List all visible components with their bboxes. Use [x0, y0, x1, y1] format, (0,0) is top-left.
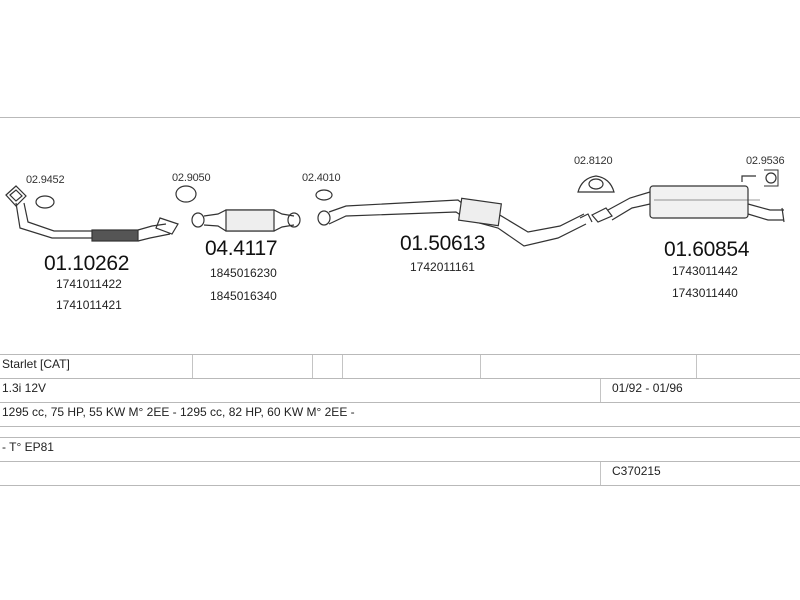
part-1-small-code: 02.9452 [26, 174, 65, 186]
diagram-top-border [0, 117, 800, 118]
table-row-variant: 1.3i 12V 01/92 - 01/96 [0, 379, 800, 402]
middle-pipe-drawing [317, 197, 593, 247]
model-name: Starlet [CAT] [2, 357, 70, 371]
table-row-border [0, 426, 800, 427]
front-pipe-drawing [5, 185, 179, 242]
part-1-oem-2: 1741011421 [56, 298, 122, 312]
variant-name: 1.3i 12V [2, 381, 47, 395]
table-row-border [0, 378, 800, 379]
table-cell-divider [312, 355, 313, 378]
rear-silencer-drawing [591, 175, 785, 223]
rubber-mount-icon [577, 175, 615, 193]
vehicle-type: - T° EP81 [2, 440, 54, 454]
part-5-main-code: 01.60854 [664, 238, 750, 261]
part-2-small-code: 02.9050 [172, 172, 211, 184]
table-row-type: - T° EP81 [0, 438, 800, 461]
table-cell-divider [600, 462, 601, 485]
table-cell-divider [600, 379, 601, 402]
catalog-code: C370215 [612, 464, 661, 478]
table-bottom-border [0, 485, 800, 486]
part-2-main-code: 04.4117 [205, 237, 278, 260]
table-row-catalog: C370215 [0, 462, 800, 485]
part-3-small-code: 02.4010 [302, 172, 341, 184]
table-top-border [0, 354, 800, 355]
table-cell-divider [192, 355, 193, 378]
gasket-2-icon [315, 189, 333, 201]
table-row-border [0, 461, 800, 462]
part-5-oem-2: 1743011440 [672, 286, 738, 300]
engine-specs: 1295 cc, 75 HP, 55 KW M° 2EE - 1295 cc, … [2, 405, 355, 419]
part-2-oem-2: 1845016340 [210, 289, 277, 303]
production-years: 01/92 - 01/96 [612, 381, 683, 395]
table-row-border [0, 402, 800, 403]
part-3-main-code: 01.50613 [400, 232, 486, 255]
part-5-oem-1: 1743011442 [672, 264, 738, 278]
table-cell-divider [696, 355, 697, 378]
part-2-oem-1: 1845016230 [210, 266, 277, 280]
catalyst-drawing [191, 209, 301, 232]
part-3-oem-1: 1742011161 [410, 260, 475, 274]
table-row-model: Starlet [CAT] [0, 355, 800, 378]
seal-ring-icon [175, 185, 197, 203]
part-4-small-code: 02.8120 [574, 155, 613, 167]
part-1-main-code: 01.10262 [44, 252, 130, 275]
table-row-border [0, 437, 800, 438]
table-cell-divider [480, 355, 481, 378]
exhaust-system-diagram [5, 169, 785, 247]
table-row-engine: 1295 cc, 75 HP, 55 KW M° 2EE - 1295 cc, … [0, 403, 800, 426]
part-5-small-code: 02.9536 [746, 155, 785, 167]
table-cell-divider [342, 355, 343, 378]
table-row-empty [0, 427, 800, 437]
gasket-icon [35, 195, 55, 209]
part-1-oem-1: 1741011422 [56, 277, 122, 291]
clamp-icon [764, 169, 779, 187]
